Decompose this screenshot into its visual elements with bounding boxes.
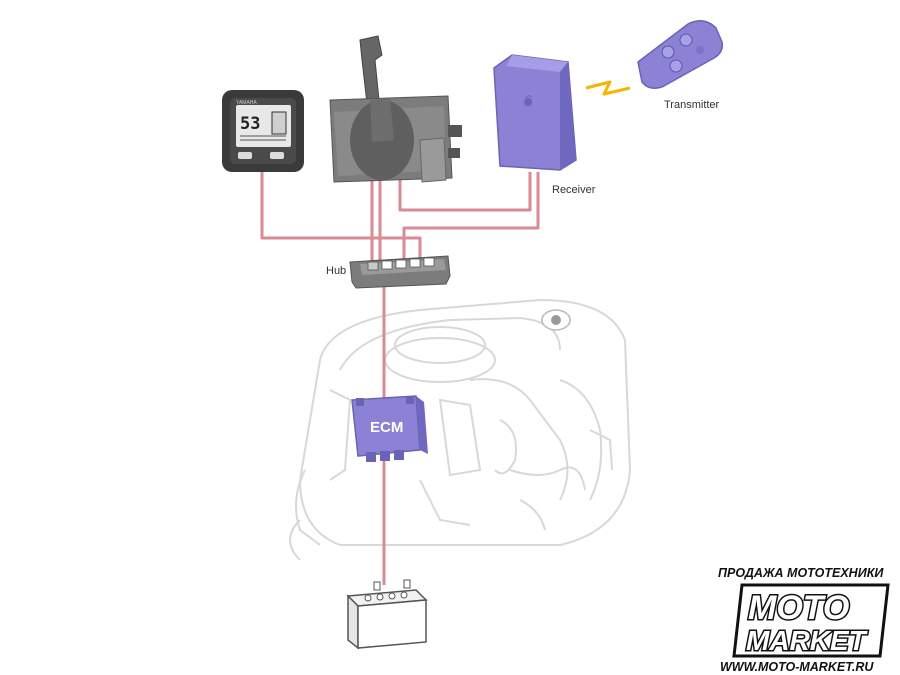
hub-label: Hub xyxy=(326,265,346,277)
watermark-tagline: ПРОДАЖА МОТОТЕХНИКИ xyxy=(718,566,884,580)
hub-connector xyxy=(349,255,451,289)
gauge-brand: YAMAHA xyxy=(236,100,257,106)
outboard-engine xyxy=(289,298,632,561)
watermark-url: WWW.MOTO-MARKET.RU xyxy=(720,660,874,674)
wiring xyxy=(260,170,540,585)
digital-gauge: 53 YAMAHA xyxy=(222,90,304,172)
watermark-frame xyxy=(732,583,890,658)
receiver-label: Receiver xyxy=(552,184,596,196)
wire-receiver-lever xyxy=(398,172,532,212)
wire-receiver-hub xyxy=(402,172,540,266)
throttle-lever-box xyxy=(329,35,462,183)
transmitter-label: Transmitter xyxy=(664,99,720,111)
wireless-signal-icon xyxy=(585,80,631,96)
gauge-reading: 53 xyxy=(240,114,260,134)
watermark-logo-line1: MOTO xyxy=(748,589,849,627)
ecm-label: ECM xyxy=(370,419,403,436)
watermark-logo-line2: MARKET xyxy=(746,625,869,656)
receiver-unit xyxy=(493,54,577,171)
engine-logo-badge xyxy=(541,309,571,331)
watermark: ПРОДАЖА МОТОТЕХНИКИ MOTO MARKET WWW.MOTO… xyxy=(718,566,890,674)
wire-gauge-hub xyxy=(260,170,422,266)
ecm-module: ECM xyxy=(351,395,428,462)
battery xyxy=(346,579,428,650)
transmitter-fob xyxy=(637,20,724,89)
